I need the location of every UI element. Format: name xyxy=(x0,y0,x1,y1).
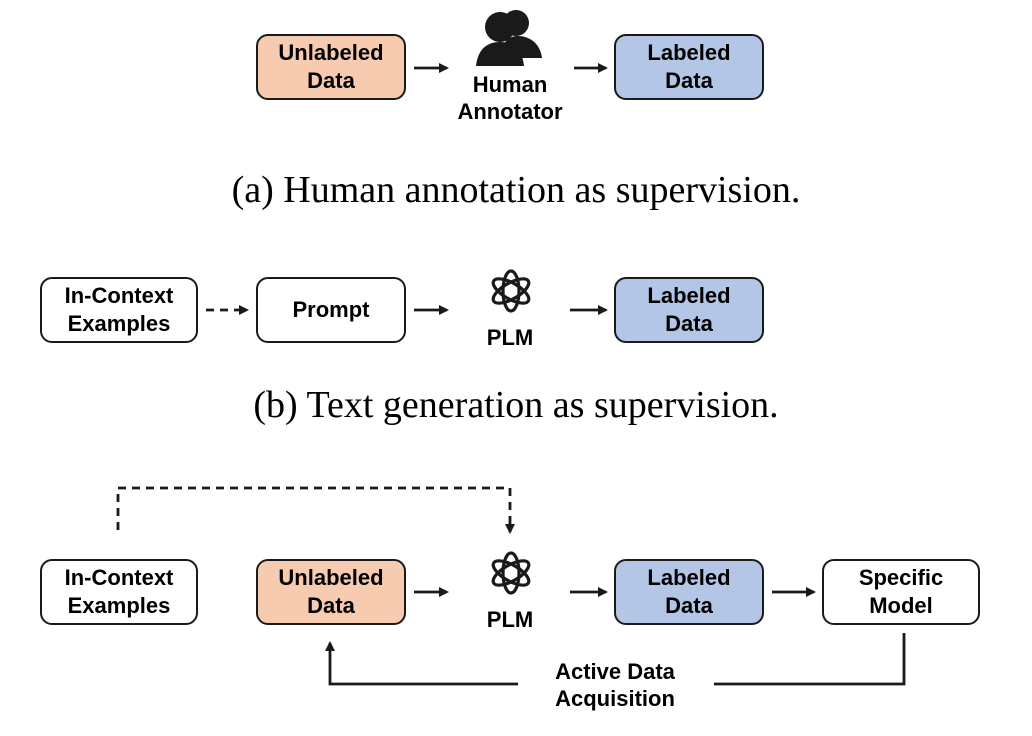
a-unlabeled-data-box: Unlabeled Data xyxy=(256,34,406,100)
c-loop-right xyxy=(714,633,906,686)
b-caption: (b) Text generation as supervision. xyxy=(253,384,779,426)
c-unlabeled-data-box: Unlabeled Data xyxy=(256,559,406,625)
a-caption: (a) Human annotation as supervision. xyxy=(231,169,801,211)
b-labeled-data-box: Labeled Data xyxy=(614,277,764,343)
c-loop-left xyxy=(325,641,518,686)
c-specific-model-box: Specific Model xyxy=(822,559,980,625)
b-in-context-examples-box: In-Context Examples xyxy=(40,277,198,343)
c-active-data-acquisition-label: Active Data Acquisition xyxy=(555,659,675,711)
c-plm-label: PLM xyxy=(486,607,534,632)
b-plm-label: PLM xyxy=(486,325,534,350)
a-human-annotator-label: Human Annotator xyxy=(457,72,563,124)
b-prompt-box: Prompt xyxy=(256,277,406,343)
c-dashed-feedback xyxy=(116,486,515,534)
c-in-context-examples-box: In-Context Examples xyxy=(40,559,198,625)
a-labeled-data-box: Labeled Data xyxy=(614,34,764,100)
c-labeled-data-box: Labeled Data xyxy=(614,559,764,625)
